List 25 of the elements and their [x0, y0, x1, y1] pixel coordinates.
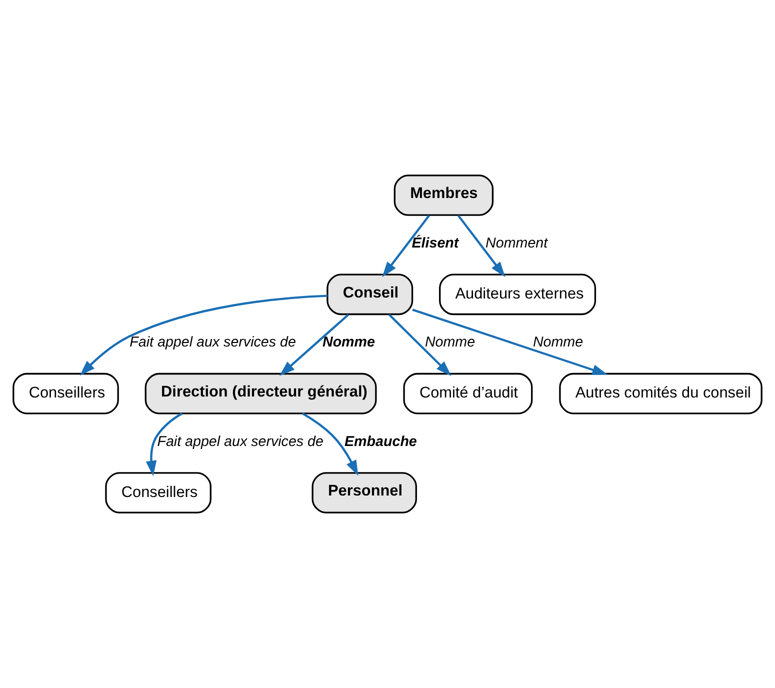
arrow: [302, 412, 358, 476]
node-box: Conseil: [326, 274, 414, 316]
edge-label: Nomme: [424, 334, 476, 351]
edge-label: Nomment: [486, 235, 548, 252]
arrow: [457, 214, 506, 278]
node-box: Comité d’audit: [403, 372, 533, 414]
arrow: [382, 214, 430, 278]
node-box: Autres comités du conseil: [559, 372, 762, 414]
node-box: Direction (directeur général): [144, 372, 377, 414]
node-box: Conseillers: [12, 372, 119, 414]
edge-label: Élisent: [412, 235, 459, 252]
arrow: [146, 412, 183, 476]
edge-label: Nomme: [532, 334, 584, 351]
edge-label: Nomme: [322, 334, 375, 351]
arrow: [388, 314, 452, 376]
arrow: [412, 308, 608, 376]
edge-label: Fait appel aux services de: [157, 434, 324, 450]
edge-label: Fait appel aux services de: [130, 334, 296, 351]
node-box: Auditeurs externes: [439, 274, 596, 316]
node-box: Membres: [394, 174, 494, 216]
node-box: Conseillers: [105, 472, 212, 514]
node-box: Personnel: [312, 472, 417, 514]
arrow: [279, 314, 350, 376]
arrow: [80, 294, 328, 376]
edge-label: Embauche: [344, 434, 417, 450]
